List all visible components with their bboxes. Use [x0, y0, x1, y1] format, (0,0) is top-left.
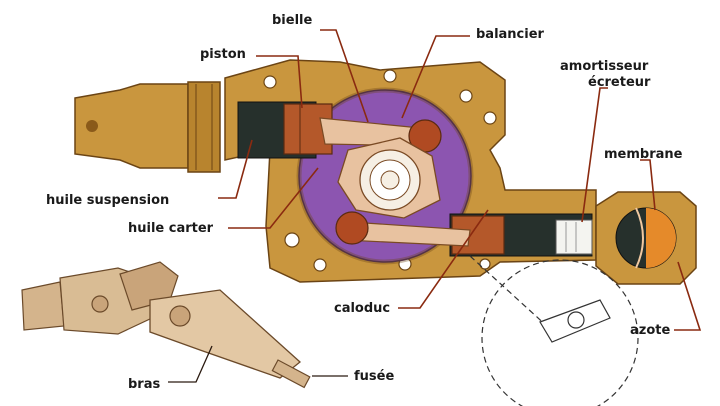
label-azote: azote	[630, 323, 670, 338]
leader-balancier	[401, 35, 470, 119]
leader-bielle	[320, 29, 369, 123]
leader-bras	[168, 345, 213, 383]
leader-azote	[674, 261, 702, 331]
label-huile-suspension: huile suspension	[46, 193, 169, 208]
label-amortisseur-line2: écreteur	[588, 75, 651, 90]
label-membrane: membrane	[604, 147, 683, 162]
labels: bielle balancier piston amortisseur écre…	[46, 13, 683, 392]
leader-lines	[168, 29, 702, 383]
leader-huile-carter	[228, 167, 319, 229]
leader-caloduc	[398, 209, 489, 309]
leader-huile-suspension	[218, 139, 253, 199]
label-huile-carter: huile carter	[128, 221, 214, 236]
upper-cylinder	[237, 101, 333, 159]
label-amortisseur-line1: amortisseur	[560, 59, 649, 74]
leader-membrane	[640, 159, 656, 211]
swing-arm-path	[469, 255, 639, 406]
label-piston: piston	[200, 47, 246, 62]
arm-assembly	[21, 261, 311, 389]
label-caloduc: caloduc	[334, 301, 390, 316]
label-bras: bras	[128, 377, 160, 392]
leader-piston	[256, 55, 303, 109]
accumulator	[595, 191, 697, 285]
label-balancier: balancier	[476, 27, 545, 42]
leader-amortisseur	[581, 87, 608, 223]
mounting-block	[74, 81, 221, 173]
label-bielle: bielle	[272, 13, 312, 28]
label-fusee: fusée	[354, 369, 394, 384]
balancier-hub	[337, 137, 441, 219]
